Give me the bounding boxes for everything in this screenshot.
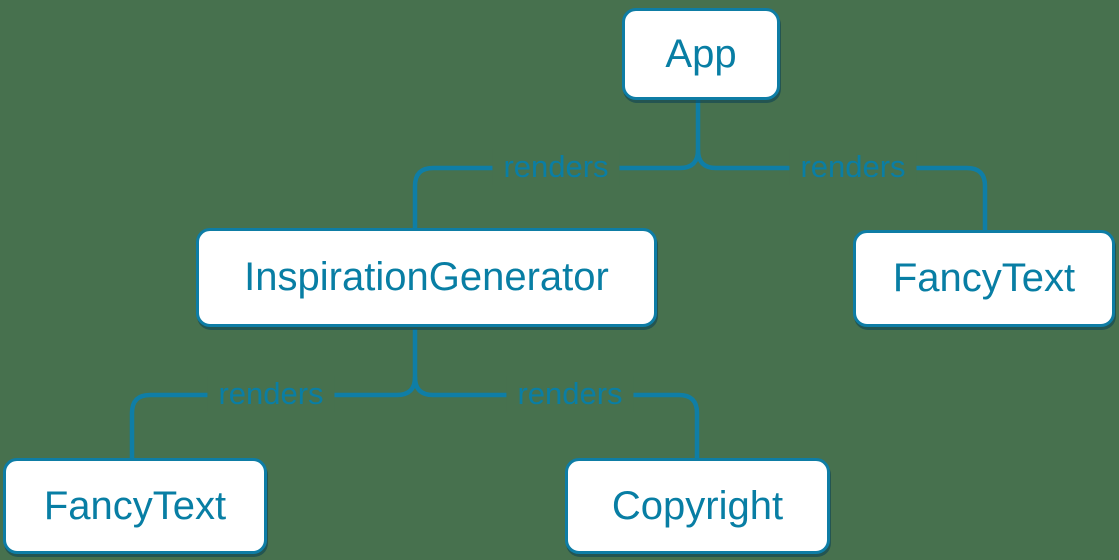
edge-app-to-fancytext: [695, 149, 988, 233]
node-label: App: [665, 31, 737, 76]
node-label: InspirationGenerator: [244, 255, 609, 299]
node-fancy-text-right: FancyText: [853, 230, 1115, 327]
edge-label-renders: renders: [492, 149, 620, 185]
node-inspiration-generator: InspirationGenerator: [196, 228, 657, 327]
edge-label-renders: renders: [207, 376, 335, 412]
node-label: FancyText: [892, 256, 1076, 300]
edge-inspirationgenerator-to-copyright: [412, 376, 700, 461]
node-app: App: [622, 8, 780, 100]
node-label: Copyright: [611, 483, 784, 528]
node-label: FancyText: [43, 483, 227, 528]
node-copyright: Copyright: [565, 458, 830, 554]
node-fancy-text-left: FancyText: [3, 458, 267, 554]
edge-label-renders: renders: [789, 149, 917, 185]
edge-label-renders: renders: [506, 376, 634, 412]
